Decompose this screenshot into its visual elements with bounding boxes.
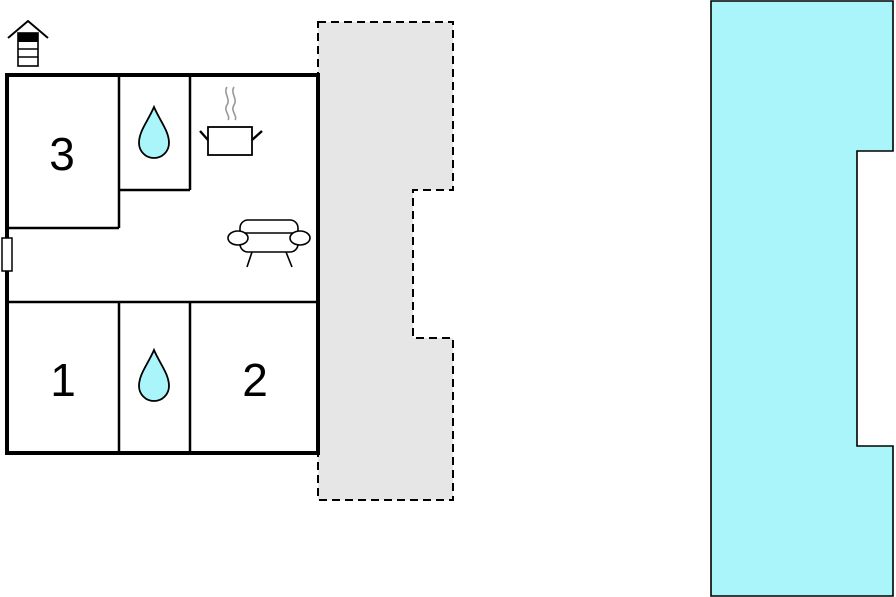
water-drop-icon [138, 104, 170, 159]
room-label-3: 3 [49, 128, 75, 180]
terrace [317, 21, 454, 501]
water-drop-icon [138, 347, 170, 402]
pool [710, 0, 894, 597]
door-icon [1, 237, 13, 272]
house-entrance-icon [7, 19, 49, 67]
room-label-2: 2 [242, 354, 268, 406]
room-label-1: 1 [50, 354, 76, 406]
sofa-icon [227, 219, 311, 268]
interior-walls [7, 75, 318, 453]
cooking-pot-icon [199, 86, 263, 156]
